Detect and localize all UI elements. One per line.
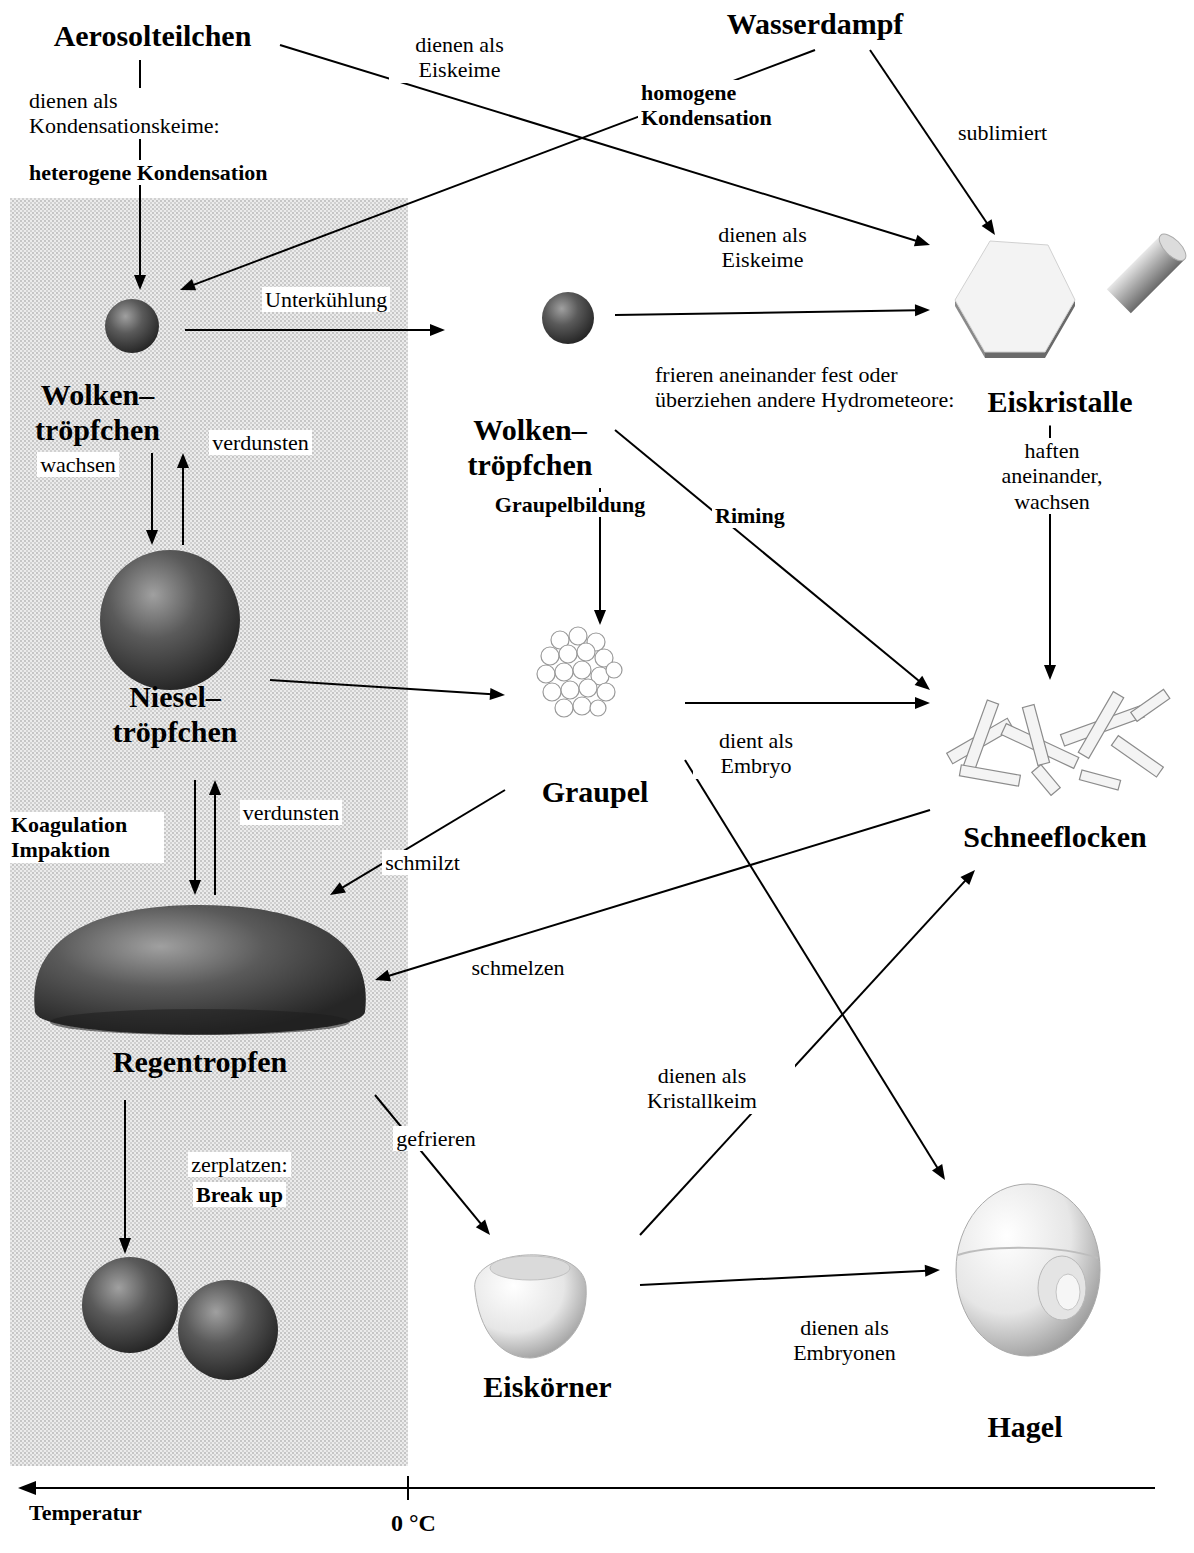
connector-arrow — [189, 780, 201, 895]
node-label: Eiskristalle — [930, 385, 1190, 420]
connector-arrow — [685, 760, 945, 1180]
hydrometeor-node: Eiskörner — [455, 1235, 640, 1420]
edge-label: dienen als Embryonen — [759, 1315, 930, 1366]
connector-arrow — [640, 1265, 940, 1285]
edge-label: verdunsten — [240, 800, 343, 825]
connector-arrow — [177, 453, 189, 545]
connector-arrow — [685, 697, 930, 709]
note-label: zerplatzen: — [188, 1152, 291, 1177]
note-label: Temperatur — [26, 1500, 145, 1525]
edge-label: haften aneinander, wachsen — [989, 438, 1115, 514]
connector-arrow — [209, 780, 221, 895]
node-label: Schneeflocken — [930, 820, 1180, 855]
hydrometeor-node: Wasserdampf — [695, 5, 935, 50]
hydrometeor-node: Wolken– tröpfchen — [10, 290, 185, 453]
connector-arrow — [375, 1095, 490, 1235]
node-label: Niesel– tröpfchen — [80, 680, 270, 749]
node-label: Graupel — [505, 775, 685, 810]
connector-arrow — [615, 304, 930, 316]
edge-label: dienen als Eiskeime — [389, 32, 530, 83]
edge-label: Riming — [712, 503, 788, 528]
connector-arrow — [146, 453, 158, 545]
snowflakes — [947, 689, 1170, 795]
hydrometeor-node: Wolken– tröpfchen — [445, 285, 615, 488]
note-label: 0 °C — [388, 1510, 439, 1538]
connector-arrow — [640, 870, 975, 1235]
note-label: Break up — [193, 1182, 286, 1207]
edge-label: schmelzen — [469, 955, 568, 980]
hydrometeor-node: Eiskristalle — [930, 235, 1190, 426]
hydrometeor-node: Schneeflocken — [930, 680, 1180, 870]
note-label: heterogene Kondensation — [26, 160, 271, 185]
edge-label: verdunsten — [209, 430, 312, 455]
cloud-droplet — [542, 292, 594, 344]
hydrometeor-node: Hagel — [940, 1180, 1110, 1460]
edge-label: homogene Kondensation — [638, 80, 839, 131]
node-label: Eiskörner — [455, 1370, 640, 1405]
hailstone — [956, 1184, 1100, 1356]
node-label: Wolken– tröpfchen — [445, 413, 615, 482]
connector-arrow — [615, 430, 930, 690]
temperature-axis — [18, 1476, 1155, 1500]
edge-label: dienen als Eiskeime — [687, 222, 838, 273]
graupel — [537, 627, 622, 717]
node-label: Hagel — [940, 1410, 1110, 1445]
hydrometeor-node: Aerosolteilchen — [25, 15, 280, 60]
edge-label: Unterkühlung — [262, 287, 390, 312]
edge-label: dient als Embryo — [693, 728, 819, 779]
ice-pellet — [475, 1255, 587, 1358]
edge-label: Koagulation Impaktion — [8, 812, 164, 863]
drizzle-droplet — [100, 550, 240, 690]
connector-arrow — [375, 810, 930, 981]
edge-label: gefrieren — [393, 1126, 478, 1151]
edge-label: schmilzt — [382, 850, 463, 875]
node-label: Wasserdampf — [695, 7, 935, 42]
connector-arrow — [185, 324, 445, 336]
cloud-droplet — [105, 299, 159, 353]
note-label: frieren aneinander fest oder überziehen … — [652, 362, 958, 413]
hydrometeor-node: Regentropfen — [25, 895, 375, 1095]
connector-arrow — [270, 680, 505, 700]
node-label: Regentropfen — [25, 1045, 375, 1080]
node-label: Wolken– tröpfchen — [10, 378, 185, 447]
breakup-drops — [82, 1100, 278, 1380]
edge-label: wachsen — [37, 452, 119, 477]
edge-label: dienen als Kondensationskeime: — [26, 88, 257, 139]
node-label: Aerosolteilchen — [25, 19, 280, 54]
connector-arrow — [330, 790, 505, 895]
hydrometeor-node: Niesel– tröpfchen — [80, 545, 270, 780]
raindrop — [34, 905, 366, 1035]
hydrometeor-node: Graupel — [505, 625, 685, 820]
ice-crystals — [955, 230, 1190, 358]
edge-label: Graupelbildung — [492, 492, 648, 517]
edge-label: sublimiert — [955, 120, 1050, 145]
edge-label: dienen als Kristallkeim — [609, 1063, 795, 1114]
